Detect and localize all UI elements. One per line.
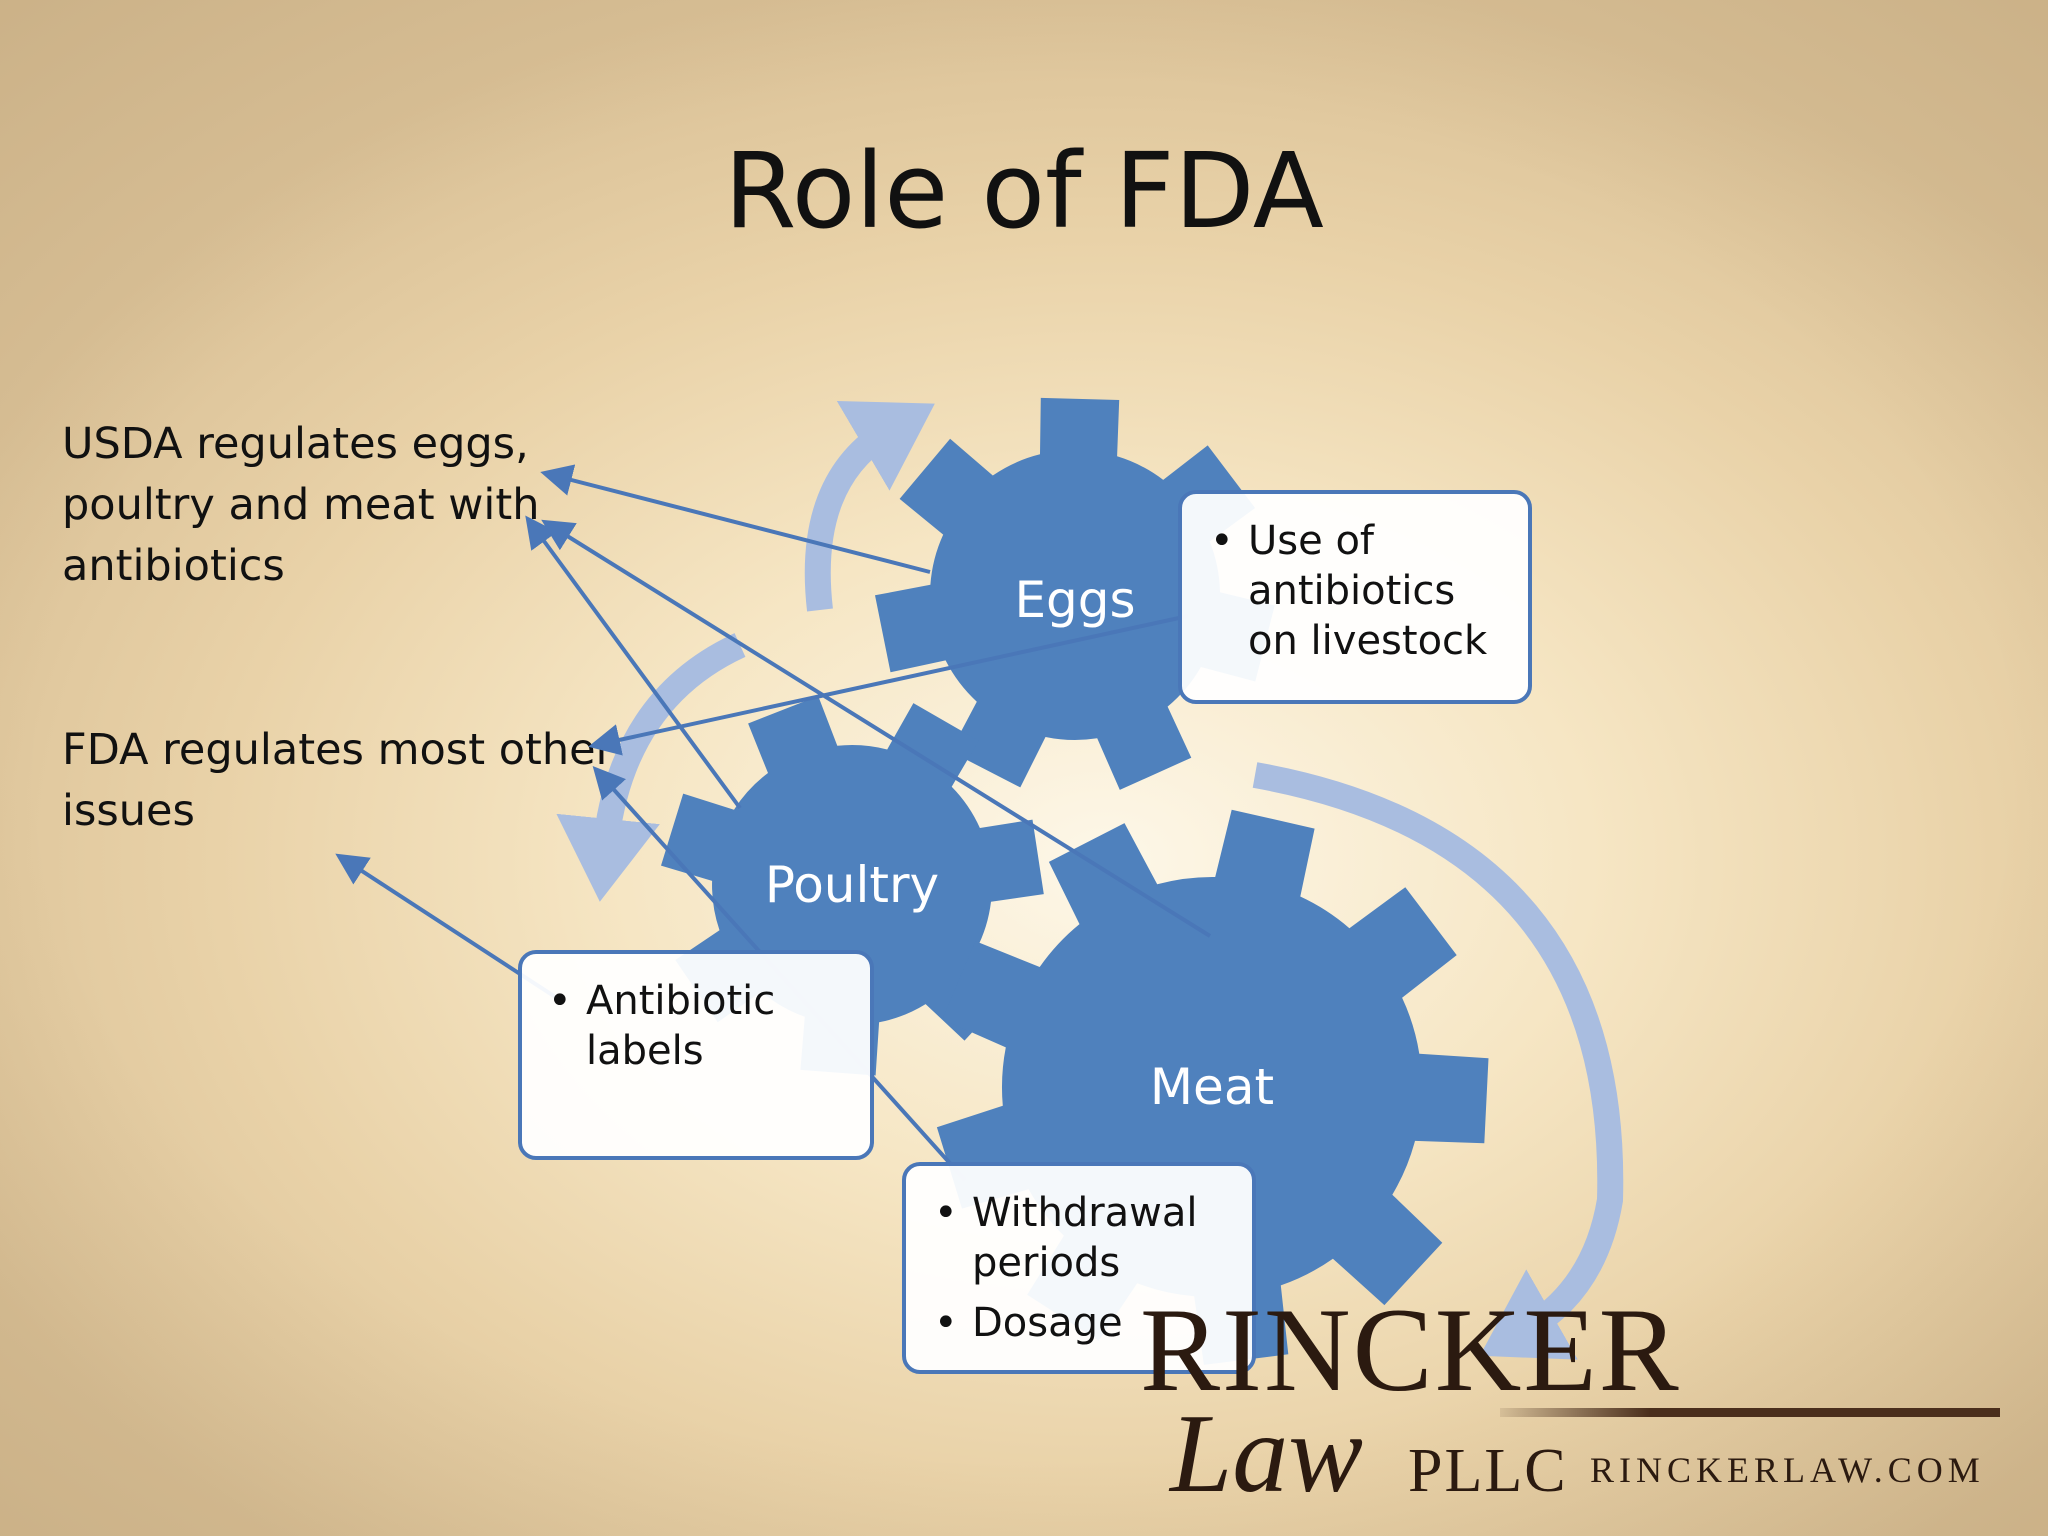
fda-note: FDA regulates most other issues — [62, 720, 613, 842]
connector-arrow — [588, 614, 1189, 756]
gear-eggs-shape — [875, 397, 1275, 790]
bullet-item: Antibiotic labels — [542, 976, 854, 1076]
logo-suffix: PLLC — [1408, 1437, 1568, 1505]
rincker-law-logo: RINCKER Law PLLC RINCKERLAW.COM — [1140, 1290, 2020, 1530]
logo-script: Law — [1170, 1392, 1363, 1516]
eggs-gear — [875, 397, 1275, 790]
connector-arrow — [540, 464, 931, 574]
eggs-gear-label: Eggs — [1014, 571, 1136, 629]
use-of-antibiotics-box: Use of antibiotics on livestock — [1178, 490, 1532, 704]
logo-url: RINCKERLAW.COM — [1590, 1450, 1985, 1490]
fda-note-line: issues — [62, 786, 195, 836]
antibiotic-labels-box: Antibiotic labels — [518, 950, 874, 1160]
connector-arrow — [525, 515, 742, 810]
usda-note-line: antibiotics — [62, 541, 285, 591]
bullet-item: Dosage — [928, 1298, 1236, 1348]
usda-note-line: poultry and meat with — [62, 480, 540, 530]
usda-note-line: USDA regulates eggs, — [62, 419, 529, 469]
slide-title: Role of FDA — [724, 130, 1324, 252]
withdrawal-dosage-box: Withdrawal periods Dosage — [902, 1162, 1256, 1374]
logo-name: RINCKER — [1140, 1283, 1681, 1416]
poultry-gear-label: Poultry — [764, 856, 940, 914]
meat-gear-label: Meat — [1149, 1058, 1275, 1116]
fda-note-line: FDA regulates most other — [62, 725, 614, 775]
logo-rule — [1500, 1408, 2000, 1417]
connector-arrow — [541, 519, 1212, 938]
cycle-arrow-poultry — [556, 633, 746, 902]
bullet-item: Use of antibiotics on livestock — [1204, 516, 1512, 666]
bullet-item: Withdrawal periods — [928, 1188, 1236, 1288]
cycle-arrow-eggs — [804, 401, 935, 612]
usda-note: USDA regulates eggs, poultry and meat wi… — [62, 414, 539, 597]
cycle-arrow-meat — [1252, 762, 1624, 1360]
